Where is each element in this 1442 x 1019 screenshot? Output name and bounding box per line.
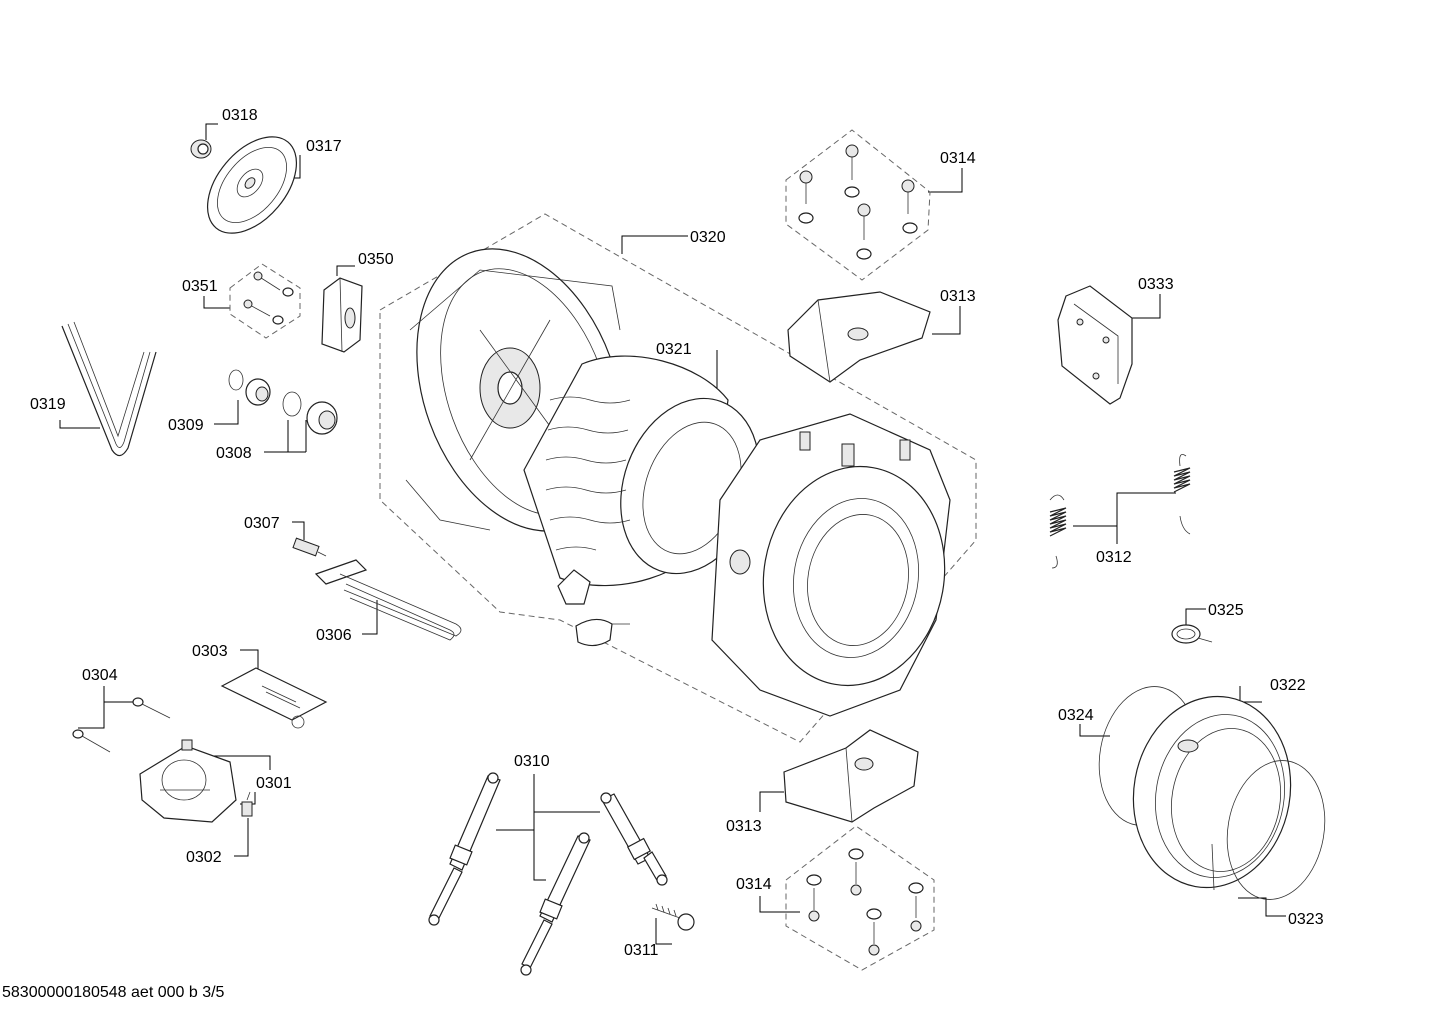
part-control-module-0333 xyxy=(1057,285,1133,405)
label-0322: 0322 xyxy=(1270,677,1306,694)
label-0301: 0301 xyxy=(256,775,292,792)
label-0304: 0304 xyxy=(82,667,118,684)
part-screw-0311 xyxy=(651,903,695,931)
part-brush-0302 xyxy=(241,791,253,817)
part-screws-0314-top xyxy=(798,144,918,260)
part-sensor-0307 xyxy=(292,537,327,557)
leader-lines xyxy=(59,123,1286,945)
part-nut-0318 xyxy=(190,139,212,159)
part-drum-lifter xyxy=(557,569,630,647)
part-bearing-0309 xyxy=(228,369,271,406)
label-0313-bottom: 0313 xyxy=(726,818,762,835)
part-front-tub-0320 xyxy=(711,413,951,717)
part-screws-0351 xyxy=(243,271,294,325)
document-footer: 58300000180548 aet 000 b 3/5 xyxy=(2,984,225,1001)
part-label-sheet-0303 xyxy=(220,667,328,729)
label-0302: 0302 xyxy=(186,849,222,866)
label-0308: 0308 xyxy=(216,445,252,462)
part-drum-0321 xyxy=(523,355,760,587)
label-0312: 0312 xyxy=(1096,549,1132,566)
part-motor-0301 xyxy=(139,739,237,823)
part-heater-0306 xyxy=(314,559,462,641)
part-dampers-0310 xyxy=(428,772,668,976)
label-0324: 0324 xyxy=(1058,707,1094,724)
part-door-seal-0322 xyxy=(1132,695,1292,889)
label-0306: 0306 xyxy=(316,627,352,644)
label-0350: 0350 xyxy=(358,251,394,268)
label-0313-top: 0313 xyxy=(940,288,976,305)
label-0351: 0351 xyxy=(182,278,218,295)
label-0314-top: 0314 xyxy=(940,150,976,167)
part-counterweight-0350 xyxy=(321,277,363,353)
part-clamp-0325 xyxy=(1171,624,1213,644)
part-screws-0304 xyxy=(72,697,171,753)
label-0321: 0321 xyxy=(656,341,692,358)
label-0311: 0311 xyxy=(624,942,659,959)
label-0303: 0303 xyxy=(192,643,228,660)
group-outlines xyxy=(229,129,977,971)
label-0320: 0320 xyxy=(690,229,726,246)
part-pulley-0317 xyxy=(206,136,298,234)
part-belt-0319 xyxy=(61,321,157,457)
label-0333: 0333 xyxy=(1138,276,1174,293)
label-0314-bottom: 0314 xyxy=(736,876,772,893)
label-0317: 0317 xyxy=(306,138,342,155)
label-0319: 0319 xyxy=(30,396,66,413)
part-clamp-ring-0323 xyxy=(1211,760,1326,900)
part-counterweight-0313-bottom xyxy=(783,729,919,823)
label-0318: 0318 xyxy=(222,107,258,124)
part-bearing-0308 xyxy=(282,391,338,435)
label-0323: 0323 xyxy=(1288,911,1324,928)
label-0307: 0307 xyxy=(244,515,280,532)
part-springs-0312 xyxy=(1049,453,1191,569)
part-screws-0314-bottom xyxy=(806,848,924,956)
part-labels: 0318 0317 0351 0350 0319 0309 0308 0320 … xyxy=(30,107,1324,959)
label-0325: 0325 xyxy=(1208,602,1244,619)
part-counterweight-0313-top xyxy=(787,291,931,383)
label-0310: 0310 xyxy=(514,753,550,770)
label-0309: 0309 xyxy=(168,417,204,434)
